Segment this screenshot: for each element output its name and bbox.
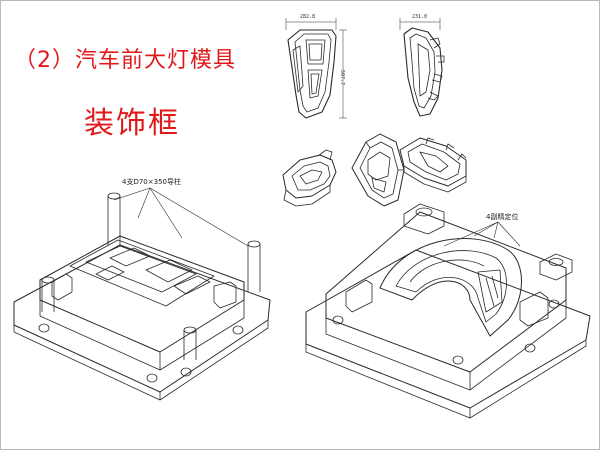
- slide-subheading: 装饰框: [84, 106, 180, 141]
- bezel-front-view: [285, 18, 347, 119]
- bezel-iso-left: [282, 149, 337, 207]
- bezel-side-view: [399, 18, 445, 117]
- precision-locator-callout: 4副精定位: [486, 213, 519, 221]
- side-width-dimension: 231.0: [412, 14, 428, 20]
- slide-heading: （2）汽车前大灯模具: [14, 48, 236, 73]
- guide-pillar: [107, 192, 121, 246]
- front-height-dimension: 507.7: [339, 70, 345, 86]
- guide-pillar-callout: 4支D70×350导柱: [122, 178, 181, 186]
- front-width-dimension: 282.8: [300, 14, 316, 20]
- mould-left-assembly: [13, 187, 271, 401]
- guide-pillar: [41, 276, 55, 312]
- mould-right-assembly: [305, 203, 591, 419]
- guide-pillar: [247, 240, 261, 292]
- guide-pillar: [183, 326, 197, 360]
- bezel-iso-center: [351, 133, 405, 207]
- bezel-iso-right: [399, 137, 467, 193]
